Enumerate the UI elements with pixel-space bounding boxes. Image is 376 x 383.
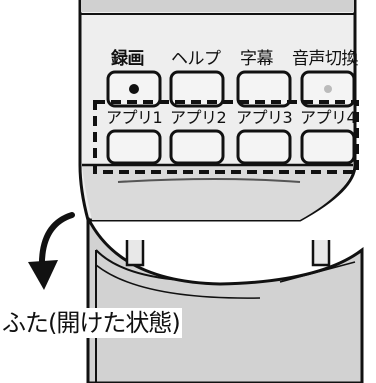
help-label: ヘルプ xyxy=(171,49,221,69)
app1-label: アプリ1 xyxy=(106,108,163,127)
audio-switch-label: 音声切換 xyxy=(292,49,359,69)
subtitle-label: 字幕 xyxy=(240,49,274,69)
help-button xyxy=(169,70,225,108)
lid-inner-edge xyxy=(95,249,181,281)
hinge-right xyxy=(311,240,331,267)
remote-lower-panel xyxy=(82,165,353,220)
app1-button xyxy=(106,129,162,165)
app2-button xyxy=(169,129,225,165)
app-buttons-highlight xyxy=(93,100,359,174)
remote-top-band xyxy=(81,0,354,12)
app3-button xyxy=(236,129,292,165)
app3-label: アプリ3 xyxy=(236,108,293,127)
app4-label: アプリ4 xyxy=(300,108,357,127)
record-label: 録画 xyxy=(111,49,145,69)
app2-label: アプリ2 xyxy=(170,108,227,127)
audio-indicator-icon xyxy=(324,85,332,93)
remote-groove xyxy=(117,178,301,183)
hinge-left xyxy=(125,240,145,267)
app4-button xyxy=(300,129,356,165)
open-arrow-icon xyxy=(28,260,58,290)
lid xyxy=(86,217,364,383)
record-dot-icon xyxy=(129,84,139,94)
lid-caption: ふた(開けた状態) xyxy=(2,308,182,338)
subtitle-button xyxy=(236,70,292,108)
